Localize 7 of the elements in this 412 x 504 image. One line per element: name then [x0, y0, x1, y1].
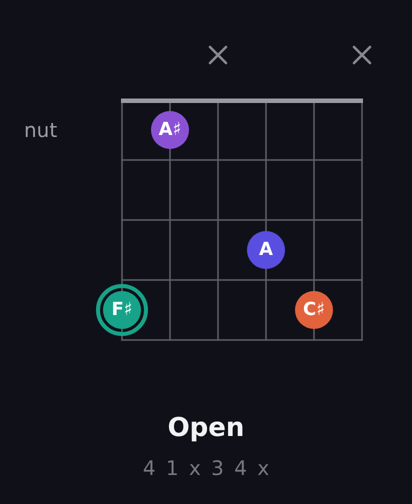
nut-label: nut: [24, 118, 58, 142]
note-dot: A♯: [151, 111, 189, 149]
fret-pattern: 4 1 x 3 4 x: [142, 456, 272, 480]
chord-title: Open: [168, 413, 244, 443]
ringed-note-dot: F♯: [96, 284, 148, 336]
note-dot: C♯: [295, 291, 333, 329]
note-dot: A: [247, 231, 285, 269]
